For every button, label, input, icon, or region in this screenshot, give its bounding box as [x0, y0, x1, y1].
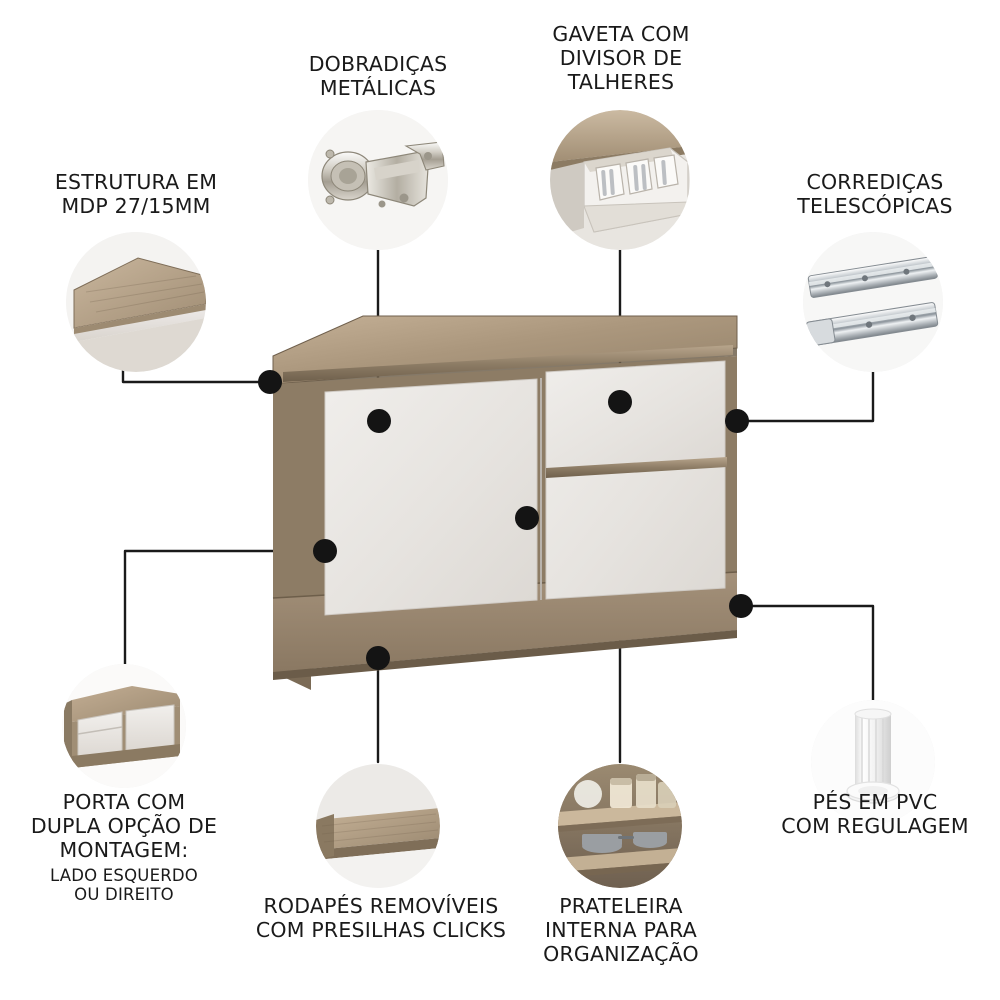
internal-shelf-photo [558, 764, 682, 888]
label-corredicas: CORREDIÇAS TELESCÓPICAS [797, 170, 953, 219]
pvc-adjustable-foot-photo [811, 700, 935, 824]
structure-dot [258, 370, 282, 394]
label-prateleira: PRATELEIRA INTERNA PARA ORGANIZAÇÃO [543, 894, 699, 967]
label-dobradicas: DOBRADIÇAS METÁLICAS [308, 52, 448, 101]
label-rodapes: RODAPÉS REMOVÍVEIS COM PRESILHAS CLICKS [255, 894, 507, 943]
hinge-dot [367, 409, 391, 433]
label-estrutura: ESTRUTURA EM MDP 27/15MM [54, 170, 218, 219]
cutlery-divider-drawer-photo [550, 110, 690, 250]
corner-board-thickness-photo [66, 232, 206, 372]
drawer-dot [608, 390, 632, 414]
label-pes: PÉS EM PVC COM REGULAGEM [781, 790, 969, 839]
foot-dot [729, 594, 753, 618]
label-porta: PORTA COM DUPLA OPÇÃO DE MONTAGEM: [30, 790, 218, 863]
line-pes [740, 604, 875, 708]
shelf-dot [515, 506, 539, 530]
removable-plinth-photo [316, 764, 440, 888]
product-cabinet [265, 300, 745, 690]
door-dot [313, 539, 337, 563]
label-porta-sub: LADO ESQUERDO OU DIREITO [50, 866, 198, 905]
slide-dot [725, 409, 749, 433]
label-gaveta: GAVETA COM DIVISOR DE TALHERES [552, 22, 690, 95]
plinth-dot [366, 646, 390, 670]
reversible-door-cabinet-photo [62, 664, 186, 788]
metal-hinge-photo [308, 110, 448, 250]
telescopic-slide-photo [803, 232, 943, 372]
